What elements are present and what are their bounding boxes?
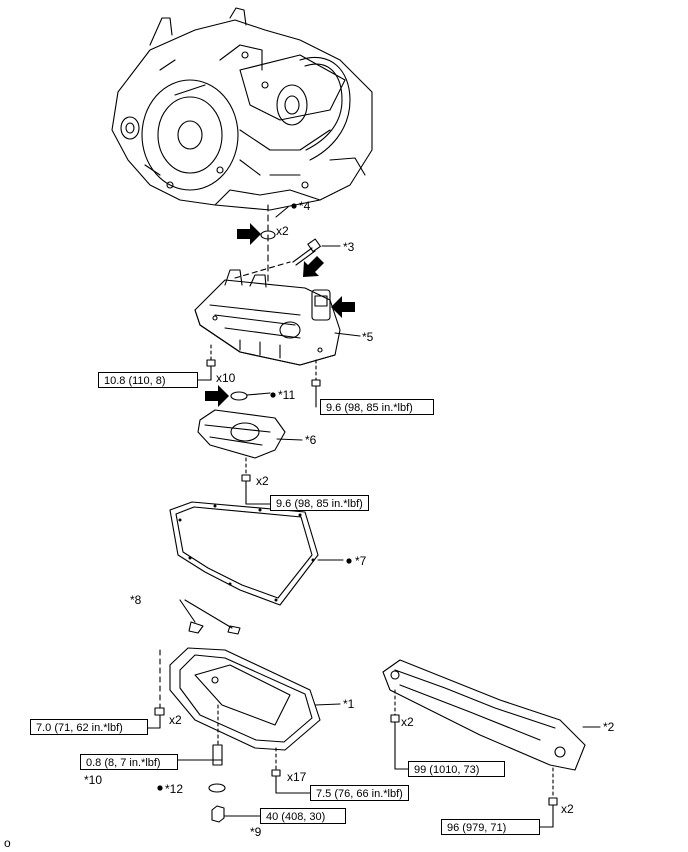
callout-5: *5 bbox=[362, 330, 374, 344]
callout-7: *7 bbox=[355, 554, 367, 568]
torque-drain-plug: 40 (408, 30) bbox=[260, 808, 346, 824]
oil-pan-gasket-part bbox=[169, 501, 319, 606]
torque-guard-upper-bolts: 99 (1010, 73) bbox=[408, 761, 505, 777]
valve-body-assembly bbox=[194, 269, 341, 366]
stud-bolt-part bbox=[234, 238, 321, 279]
quantity-guard-lower-bolts: x2 bbox=[561, 802, 574, 816]
arrow-indicators bbox=[205, 223, 355, 407]
drain-plug-gasket-part bbox=[208, 783, 226, 793]
drain-plug-part bbox=[211, 805, 225, 823]
transaxle-assembly bbox=[111, 7, 373, 211]
corner-mark: o bbox=[4, 836, 11, 850]
torque-strainer-bolts: 9.6 (98, 85 in.*lbf) bbox=[270, 495, 369, 511]
magnet-parts bbox=[179, 599, 241, 635]
o-ring-part bbox=[260, 230, 276, 240]
callout-2: *2 bbox=[603, 720, 615, 734]
torque-valve-body-bolts: 10.8 (110, 8) bbox=[98, 372, 198, 388]
torque-pan-bolts: 7.5 (76, 66 in.*lbf) bbox=[310, 785, 409, 801]
callout-8: *8 bbox=[130, 593, 142, 607]
overflow-tube-part bbox=[212, 704, 223, 766]
callout-6: *6 bbox=[305, 433, 317, 447]
oil-strainer-part bbox=[197, 409, 286, 496]
quantity-o-ring: x2 bbox=[276, 224, 289, 238]
quantity-pan-side-bolts: x2 bbox=[169, 713, 182, 727]
callout-3: *3 bbox=[343, 240, 355, 254]
torque-pan-side-bolts: 7.0 (71, 62 in.*lbf) bbox=[30, 719, 148, 735]
callout-1: *1 bbox=[343, 697, 355, 711]
callout-9: *9 bbox=[250, 825, 262, 839]
quantity-valve-body-bolts: x10 bbox=[216, 371, 236, 385]
callout-10: *10 bbox=[84, 773, 103, 787]
torque-guard-lower-bolts: 96 (979, 71) bbox=[441, 819, 540, 835]
torque-valve-body-right-bolt: 9.6 (98, 85 in.*lbf) bbox=[320, 399, 434, 415]
oil-pan-part bbox=[154, 647, 321, 751]
new-part-markers bbox=[157, 203, 352, 791]
callout-12: *12 bbox=[165, 782, 184, 796]
callout-4: *4 bbox=[299, 199, 311, 213]
torque-overflow-tube: 0.8 (8, 7 in.*lbf) bbox=[80, 754, 178, 770]
transaxle-guard-part bbox=[382, 659, 586, 816]
quantity-strainer-bolts: x2 bbox=[256, 474, 269, 488]
quantity-guard-upper-bolts: x2 bbox=[401, 715, 414, 729]
valve-body-bolts bbox=[206, 344, 321, 399]
quantity-pan-bolts: x17 bbox=[287, 770, 307, 784]
strainer-o-ring-part bbox=[230, 391, 248, 401]
callout-11: *11 bbox=[278, 388, 296, 402]
